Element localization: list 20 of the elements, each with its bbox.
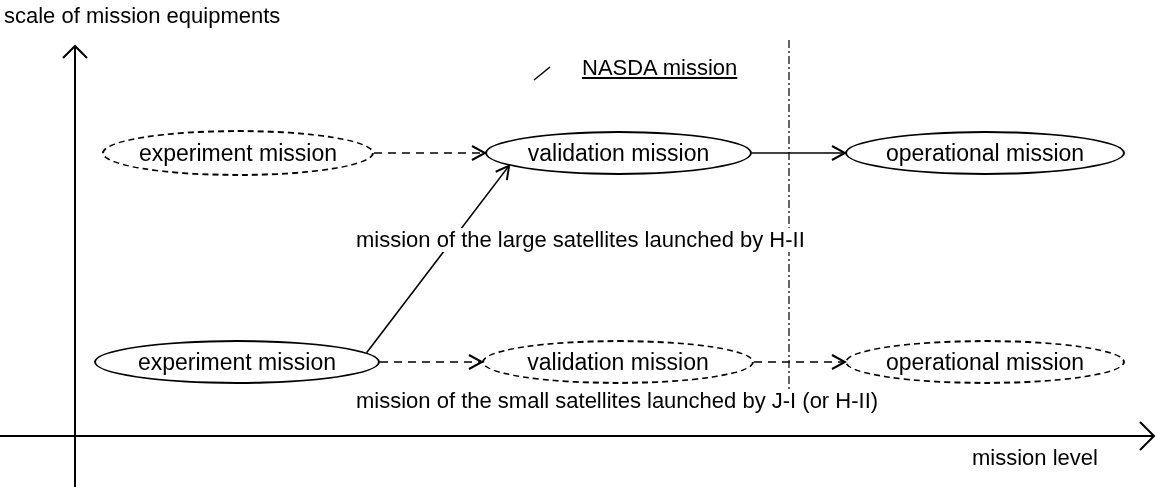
node-label: validation mission (527, 139, 710, 167)
arrow (365, 164, 511, 354)
mission-ellipse (485, 131, 752, 175)
node-label: operational mission (885, 139, 1085, 167)
arrow (373, 145, 486, 161)
mission-ellipse (482, 340, 754, 384)
text-label: mission of the small satellites launched by J-I (or H-II) (356, 389, 879, 414)
mission-ellipse (845, 131, 1125, 175)
node-label: validation mission (527, 348, 709, 376)
node-label: experiment mission (138, 139, 338, 167)
text-label: mission of the large satellites launched by H-II (356, 228, 805, 253)
node-label: experiment mission (137, 348, 337, 376)
arrow (379, 354, 483, 370)
arrow (753, 354, 846, 370)
text-label: NASDA mission (582, 56, 738, 81)
mission-ellipse (102, 130, 374, 176)
node-label: operational mission (885, 348, 1085, 376)
arrow (751, 145, 846, 161)
mission-ellipse (94, 340, 380, 384)
text-label: scale of mission equipments (4, 4, 281, 29)
